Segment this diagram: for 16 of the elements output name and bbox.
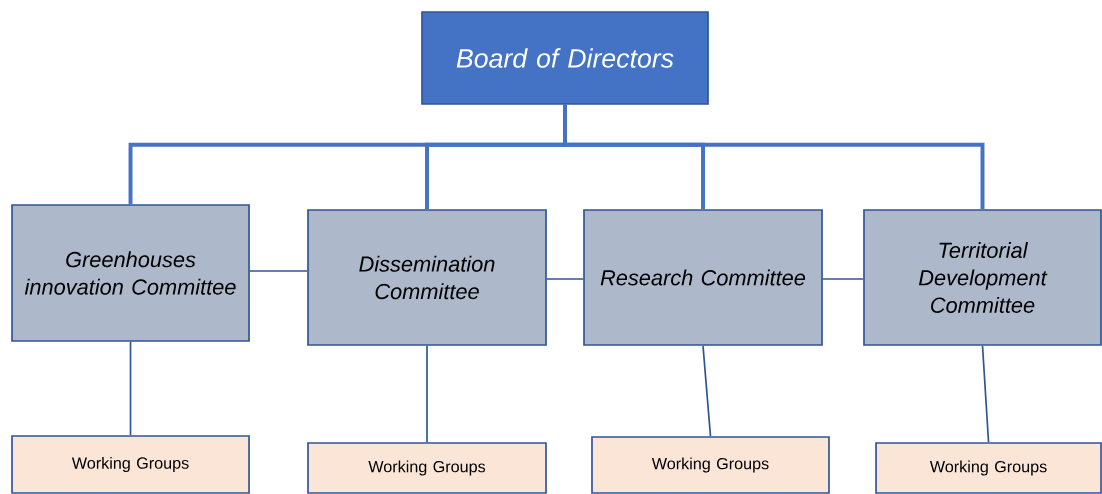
committee-box: Research Committee bbox=[583, 209, 823, 346]
working-group-box: Working Groups bbox=[875, 442, 1102, 494]
connector-line bbox=[702, 344, 712, 437]
committee-box: Dissemination Committee bbox=[307, 209, 547, 346]
connector-line bbox=[249, 270, 308, 272]
connector-line bbox=[822, 278, 864, 280]
committee-box: Greenhouses innovation Committee bbox=[11, 204, 250, 342]
working-group-box: Working Groups bbox=[11, 435, 250, 494]
connector-line bbox=[546, 278, 584, 280]
connector-line bbox=[129, 341, 132, 436]
committee-box: Territorial Development Committee bbox=[863, 209, 1102, 346]
board-box: Board of Directors bbox=[421, 11, 709, 105]
working-group-box: Working Groups bbox=[307, 442, 547, 494]
connector-line bbox=[426, 344, 428, 443]
connector-line bbox=[981, 344, 990, 443]
working-group-box: Working Groups bbox=[591, 436, 830, 494]
